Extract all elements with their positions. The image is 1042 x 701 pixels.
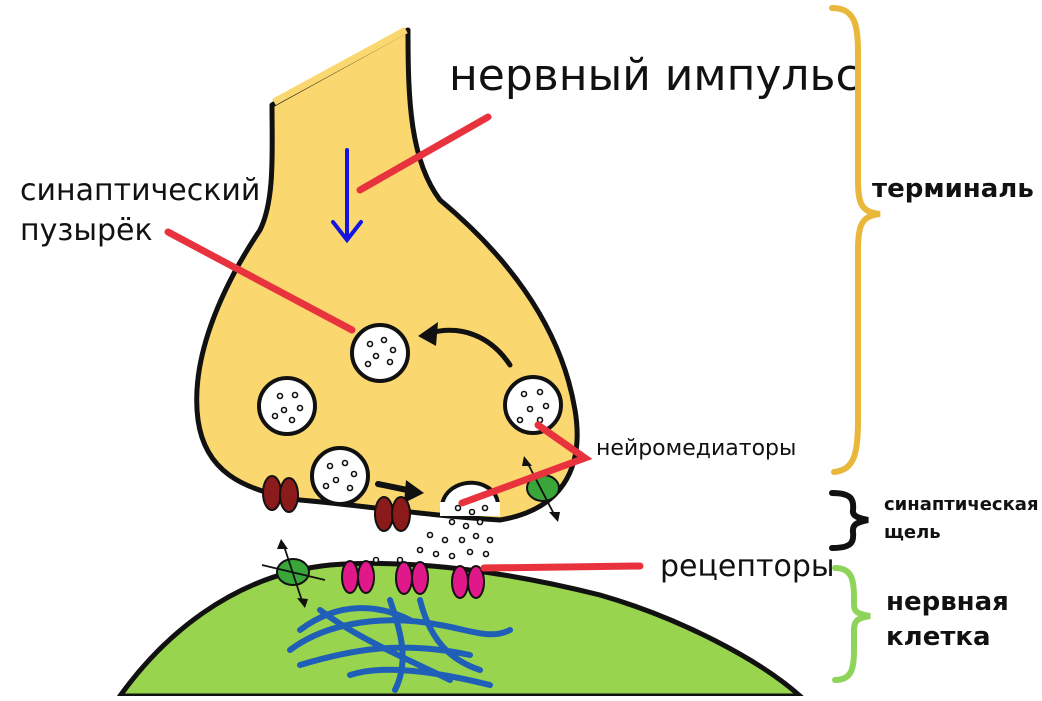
label-cell-line1: нервная xyxy=(886,587,1009,617)
exocytosis-arrow-icon xyxy=(375,480,424,503)
pointer-receptors xyxy=(480,562,644,572)
vesicle xyxy=(503,375,563,435)
label-receptors: рецепторы xyxy=(660,549,835,584)
receptor xyxy=(341,560,375,594)
label-vesicle-line1: синаптический xyxy=(20,173,260,208)
neurotransmitters-released xyxy=(372,504,494,564)
receptor xyxy=(395,561,429,595)
vesicle xyxy=(350,323,410,383)
impulse-arrow-icon xyxy=(331,148,363,244)
pointer-impulse xyxy=(356,113,492,194)
vesicle xyxy=(257,376,317,436)
label-impulse: нервный импульс xyxy=(449,50,860,101)
label-cell-line2: клетка xyxy=(886,622,991,652)
label-cleft-line2: щель xyxy=(884,522,941,543)
cell-brace xyxy=(832,565,871,683)
cleft-brace xyxy=(829,490,869,551)
cell-fibers xyxy=(287,597,513,693)
pointer-neurotransmitters xyxy=(458,421,593,507)
label-cleft-line1: синаптическая xyxy=(884,494,1039,515)
terminal-brace xyxy=(829,5,881,475)
pointer-vesicle xyxy=(164,228,356,334)
label-neurotransmitters: нейромедиаторы xyxy=(596,436,796,461)
ion-channel xyxy=(374,496,411,532)
label-terminal: терминаль xyxy=(872,174,1034,204)
pointer-lines xyxy=(164,113,644,572)
transporter xyxy=(261,539,326,608)
recycle-arrow-icon xyxy=(418,322,513,368)
receptor xyxy=(451,565,485,599)
vesicle xyxy=(310,446,370,506)
ion-channel xyxy=(262,475,299,513)
label-vesicle-line2: пузырёк xyxy=(20,213,153,248)
